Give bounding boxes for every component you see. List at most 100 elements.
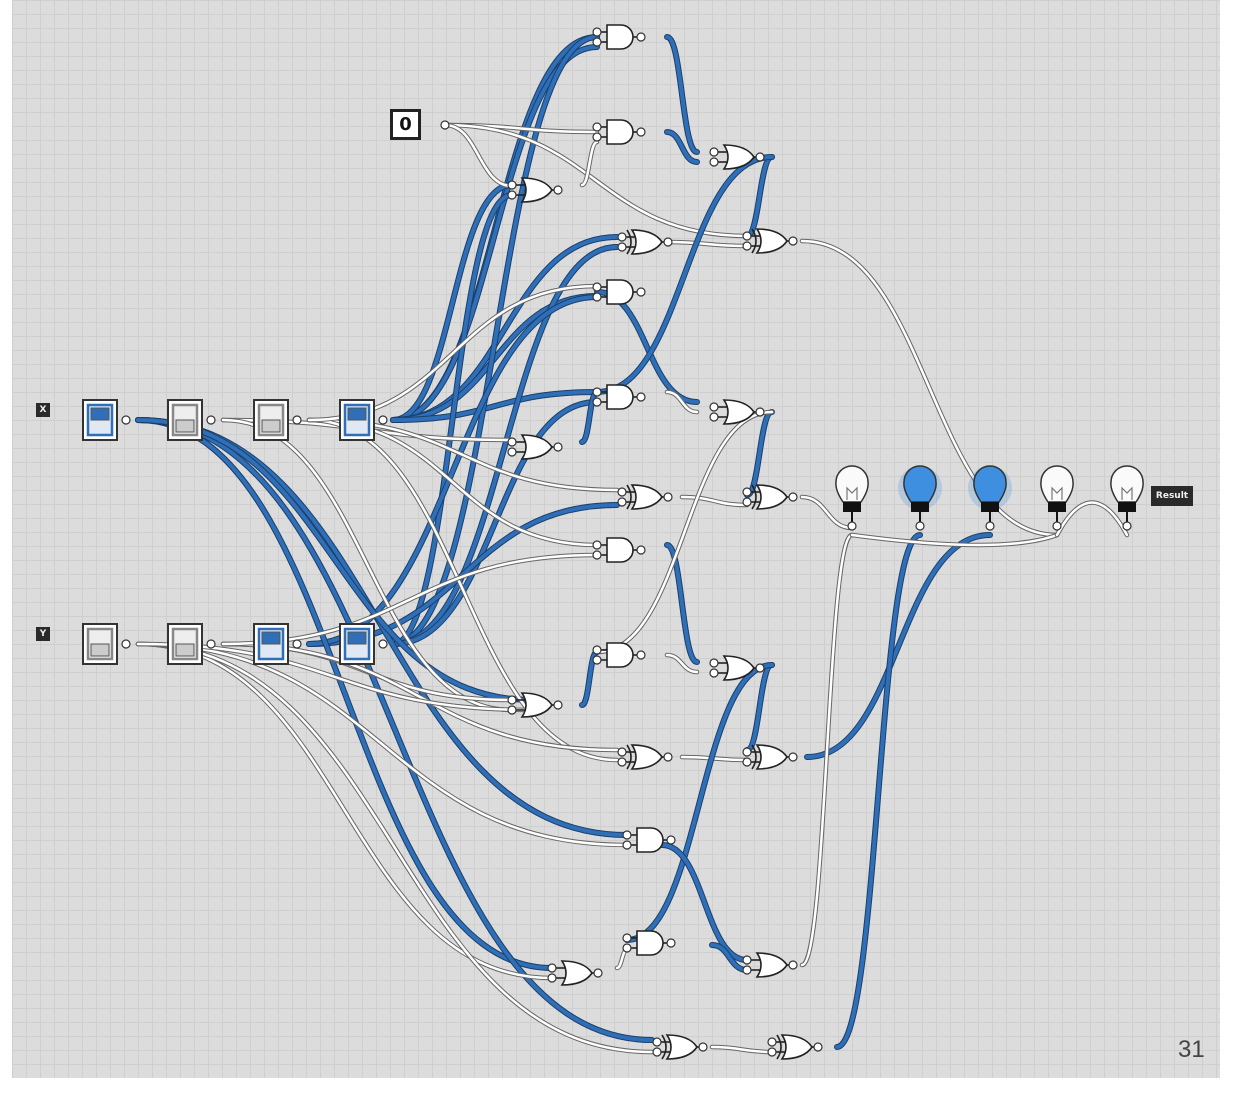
out-wire[interactable] bbox=[799, 494, 855, 531]
out-wire[interactable] bbox=[799, 238, 1060, 538]
pin[interactable] bbox=[666, 835, 676, 845]
pin[interactable] bbox=[709, 157, 719, 167]
xor-gate[interactable] bbox=[749, 484, 791, 510]
and-gate[interactable] bbox=[599, 24, 639, 50]
pin[interactable] bbox=[507, 437, 517, 447]
switch-x2[interactable] bbox=[167, 399, 203, 441]
x3-wire[interactable] bbox=[135, 417, 655, 1043]
pin[interactable] bbox=[592, 397, 602, 407]
link-wire[interactable] bbox=[664, 542, 700, 665]
sum-wire[interactable] bbox=[679, 494, 750, 508]
pin[interactable] bbox=[709, 658, 719, 668]
pin[interactable] bbox=[617, 242, 627, 252]
out-wire[interactable] bbox=[849, 532, 1060, 548]
or-gate[interactable] bbox=[514, 434, 556, 460]
pin[interactable] bbox=[592, 292, 602, 302]
switch-y3[interactable] bbox=[82, 623, 118, 665]
pin[interactable] bbox=[985, 521, 995, 531]
pin[interactable] bbox=[507, 190, 517, 200]
constant-output-pin[interactable] bbox=[440, 120, 450, 130]
switch-x3[interactable] bbox=[82, 399, 118, 441]
pin[interactable] bbox=[636, 127, 646, 137]
xor-gate[interactable] bbox=[659, 1034, 701, 1060]
y-wire[interactable] bbox=[390, 399, 600, 647]
pin[interactable] bbox=[742, 955, 752, 965]
pin[interactable] bbox=[592, 122, 602, 132]
pin[interactable] bbox=[652, 1037, 662, 1047]
pin[interactable] bbox=[507, 447, 517, 457]
or-gate[interactable] bbox=[716, 655, 758, 681]
pin[interactable] bbox=[636, 287, 646, 297]
pin[interactable] bbox=[592, 645, 602, 655]
pin[interactable] bbox=[206, 415, 216, 425]
pin[interactable] bbox=[915, 521, 925, 531]
y-low-wire[interactable] bbox=[220, 552, 600, 647]
pin[interactable] bbox=[652, 1047, 662, 1057]
link-wire[interactable] bbox=[664, 652, 700, 675]
pin[interactable] bbox=[592, 37, 602, 47]
pin[interactable] bbox=[742, 231, 752, 241]
pin[interactable] bbox=[617, 747, 627, 757]
pin[interactable] bbox=[709, 147, 719, 157]
carry-wire[interactable] bbox=[594, 409, 775, 655]
pin[interactable] bbox=[755, 663, 765, 673]
switch-y2[interactable] bbox=[167, 623, 203, 665]
out-wire[interactable] bbox=[799, 532, 855, 968]
and-gate[interactable] bbox=[599, 279, 639, 305]
pin[interactable] bbox=[767, 1047, 777, 1057]
pin[interactable] bbox=[663, 752, 673, 762]
or-gate[interactable] bbox=[749, 952, 791, 978]
pin[interactable] bbox=[622, 943, 632, 953]
pin[interactable] bbox=[636, 392, 646, 402]
and-gate[interactable] bbox=[629, 827, 669, 853]
and-gate[interactable] bbox=[629, 930, 669, 956]
pin[interactable] bbox=[121, 639, 131, 649]
out-wire[interactable] bbox=[834, 532, 923, 1050]
circuit-canvas[interactable]: X Y 0 Result 31 bbox=[12, 0, 1220, 1078]
pin[interactable] bbox=[1052, 521, 1062, 531]
pin[interactable] bbox=[663, 492, 673, 502]
carry-wire[interactable] bbox=[594, 154, 775, 395]
y-low-wire[interactable] bbox=[135, 641, 630, 848]
pin[interactable] bbox=[507, 695, 517, 705]
pin[interactable] bbox=[592, 540, 602, 550]
xor-gate[interactable] bbox=[624, 484, 666, 510]
link-wire[interactable] bbox=[664, 389, 700, 415]
pin[interactable] bbox=[592, 387, 602, 397]
x0-wire[interactable] bbox=[390, 389, 600, 423]
pin[interactable] bbox=[292, 639, 302, 649]
carry-wire[interactable] bbox=[624, 662, 775, 943]
or-gate[interactable] bbox=[554, 960, 596, 986]
pin[interactable] bbox=[592, 27, 602, 37]
carry-wire[interactable] bbox=[709, 1044, 775, 1055]
pin[interactable] bbox=[617, 487, 627, 497]
and-gate[interactable] bbox=[599, 119, 639, 145]
pin[interactable] bbox=[742, 747, 752, 757]
link-wire[interactable] bbox=[664, 129, 700, 165]
const-wire[interactable] bbox=[442, 122, 515, 189]
xor-gate[interactable] bbox=[749, 744, 791, 770]
pin[interactable] bbox=[847, 521, 857, 531]
link-wire[interactable] bbox=[664, 34, 700, 155]
pin[interactable] bbox=[742, 497, 752, 507]
and-gate[interactable] bbox=[599, 642, 639, 668]
pin[interactable] bbox=[709, 412, 719, 422]
xor-gate[interactable] bbox=[749, 228, 791, 254]
xor-gate[interactable] bbox=[774, 1034, 816, 1060]
pin[interactable] bbox=[592, 655, 602, 665]
pin[interactable] bbox=[636, 545, 646, 555]
x3-wire[interactable] bbox=[135, 417, 535, 703]
or-gate[interactable] bbox=[716, 144, 758, 170]
pin[interactable] bbox=[742, 965, 752, 975]
const-wire[interactable] bbox=[442, 122, 750, 239]
sum-wire[interactable] bbox=[664, 239, 750, 249]
pin[interactable] bbox=[698, 1042, 708, 1052]
pin[interactable] bbox=[622, 830, 632, 840]
pin[interactable] bbox=[617, 232, 627, 242]
constant-zero-input[interactable]: 0 bbox=[390, 109, 421, 140]
y-wire[interactable] bbox=[390, 34, 600, 647]
and-gate[interactable] bbox=[599, 384, 639, 410]
pin[interactable] bbox=[507, 180, 517, 190]
switch-y0[interactable] bbox=[339, 623, 375, 665]
pin[interactable] bbox=[709, 402, 719, 412]
